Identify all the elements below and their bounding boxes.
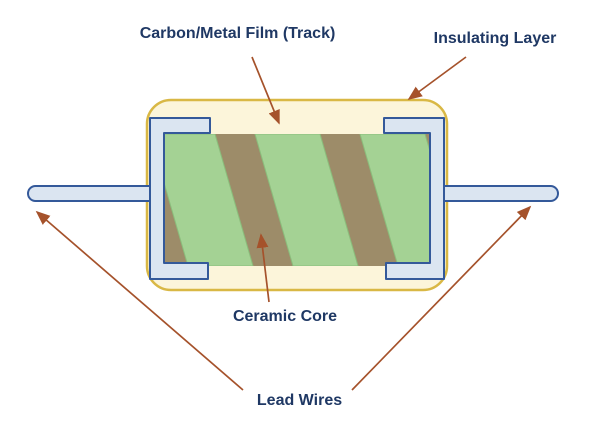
label-carbon-metal-film: Carbon/Metal Film (Track) — [139, 25, 336, 42]
film-band — [254, 134, 359, 266]
label-ceramic-core: Ceramic Core — [232, 308, 338, 325]
left-end-cap — [149, 117, 211, 280]
film-track-group — [164, 134, 430, 266]
arrow-carbon-film — [251, 56, 280, 125]
film-band — [359, 134, 430, 266]
arrow-ceramic-core — [256, 233, 270, 303]
arrow-insulating-layer — [407, 56, 467, 101]
left-lead-wire — [27, 185, 165, 202]
right-lead-wire — [429, 185, 559, 202]
right-end-cap — [383, 117, 445, 280]
film-band — [164, 134, 254, 266]
label-insulating-layer: Insulating Layer — [433, 30, 557, 47]
arrow-lead-wire-right — [351, 205, 532, 391]
arrow-lead-wire-left — [35, 210, 244, 391]
label-lead-wires: Lead Wires — [256, 392, 343, 409]
